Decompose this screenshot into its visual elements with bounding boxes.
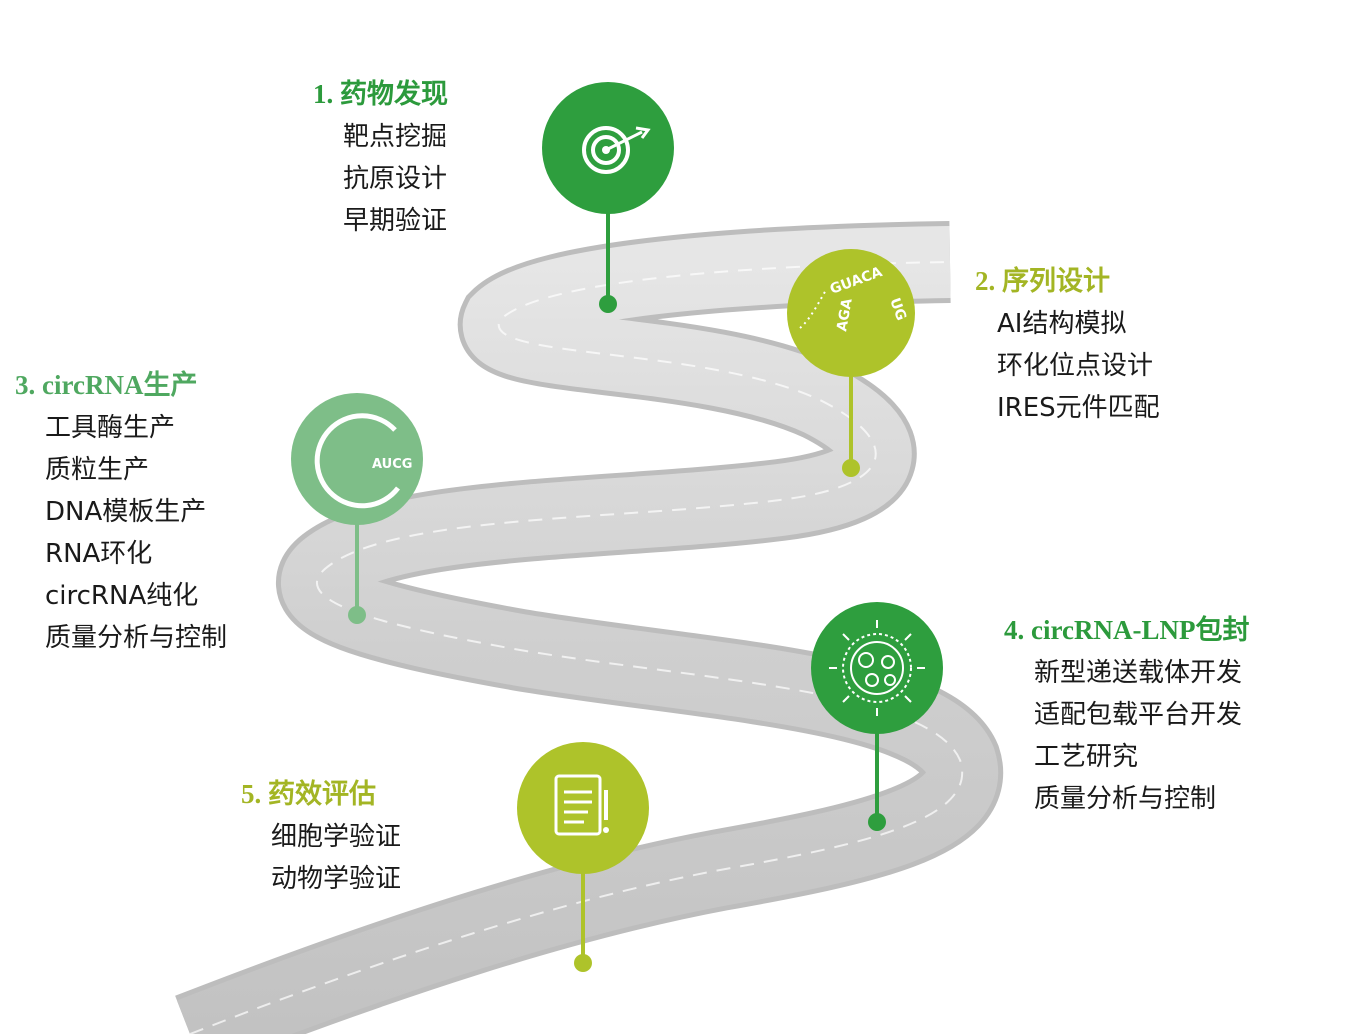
stage-pin-4: [811, 602, 943, 831]
stage-2-title: 2. 序列设计: [975, 266, 1110, 296]
stage-5-items: 细胞学验证 动物学验证: [271, 816, 401, 900]
stage-1: 1. 药物发现 靶点挖掘 抗原设计 早期验证: [313, 78, 448, 242]
stage-1-items: 靶点挖掘 抗原设计 早期验证: [343, 116, 448, 242]
stage-pin-5: [517, 742, 649, 972]
stage-5-item: 动物学验证: [271, 864, 402, 894]
stage-5: 5. 药效评估 细胞学验证 动物学验证: [241, 778, 401, 900]
stage-3-item: 工具酶生产: [45, 413, 176, 443]
stage-3-item: circRNA纯化: [45, 581, 199, 611]
stage-2-item: 环化位点设计: [997, 351, 1154, 381]
stage-pin-3: AUCG: [291, 393, 423, 624]
stage-4-title: 4. circRNA-LNP包封: [1004, 615, 1250, 645]
target-arrow-icon: [582, 126, 651, 174]
stage-4-item: 适配包载平台开发: [1034, 700, 1243, 730]
stage-5-title: 5. 药效评估: [241, 779, 376, 809]
stage-4-items: 新型递送载体开发 适配包载平台开发 工艺研究 质量分析与控制: [1034, 652, 1249, 820]
stage-3-item: DNA模板生产: [45, 497, 207, 527]
stage-pin-1: [542, 82, 674, 313]
stage-4: 4. circRNA-LNP包封 新型递送载体开发 适配包载平台开发 工艺研究 …: [1004, 614, 1249, 820]
stage-3-item: 质粒生产: [45, 455, 150, 485]
report-document-icon: [554, 774, 609, 836]
stage-2-item: IRES元件匹配: [997, 393, 1160, 423]
stage-3-items: 工具酶生产 质粒生产 DNA模板生产 RNA环化 circRNA纯化 质量分析与…: [45, 407, 227, 659]
stage-1-item: 早期验证: [343, 206, 448, 236]
stage-1-title: 1. 药物发现: [313, 79, 448, 109]
stage-pin-2: GUACA UG AGA: [787, 249, 915, 477]
svg-text:AUCG: AUCG: [372, 457, 412, 472]
stage-2-item: AI结构模拟: [997, 309, 1127, 339]
circular-rna-icon: AUCG: [314, 413, 412, 509]
lnp-particle-icon: [829, 620, 925, 716]
stage-1-item: 抗原设计: [343, 164, 448, 194]
stage-1-item: 靶点挖掘: [343, 122, 448, 152]
stage-3-item: 质量分析与控制: [45, 623, 228, 653]
svg-text:UG: UG: [886, 296, 909, 323]
stage-3: 3. circRNA生产 工具酶生产 质粒生产 DNA模板生产 RNA环化 ci…: [15, 369, 227, 659]
stage-3-item: RNA环化: [45, 539, 153, 569]
svg-text:AGA: AGA: [834, 297, 856, 333]
winding-road: [175, 221, 1003, 1034]
stage-4-item: 质量分析与控制: [1034, 784, 1217, 814]
stage-2: 2. 序列设计 AI结构模拟 环化位点设计 IRES元件匹配: [975, 265, 1160, 429]
stage-4-item: 工艺研究: [1034, 742, 1139, 772]
stage-2-items: AI结构模拟 环化位点设计 IRES元件匹配: [997, 303, 1160, 429]
stage-3-title: 3. circRNA生产: [15, 370, 198, 400]
stage-4-item: 新型递送载体开发: [1034, 658, 1243, 688]
stage-5-item: 细胞学验证: [271, 822, 402, 852]
